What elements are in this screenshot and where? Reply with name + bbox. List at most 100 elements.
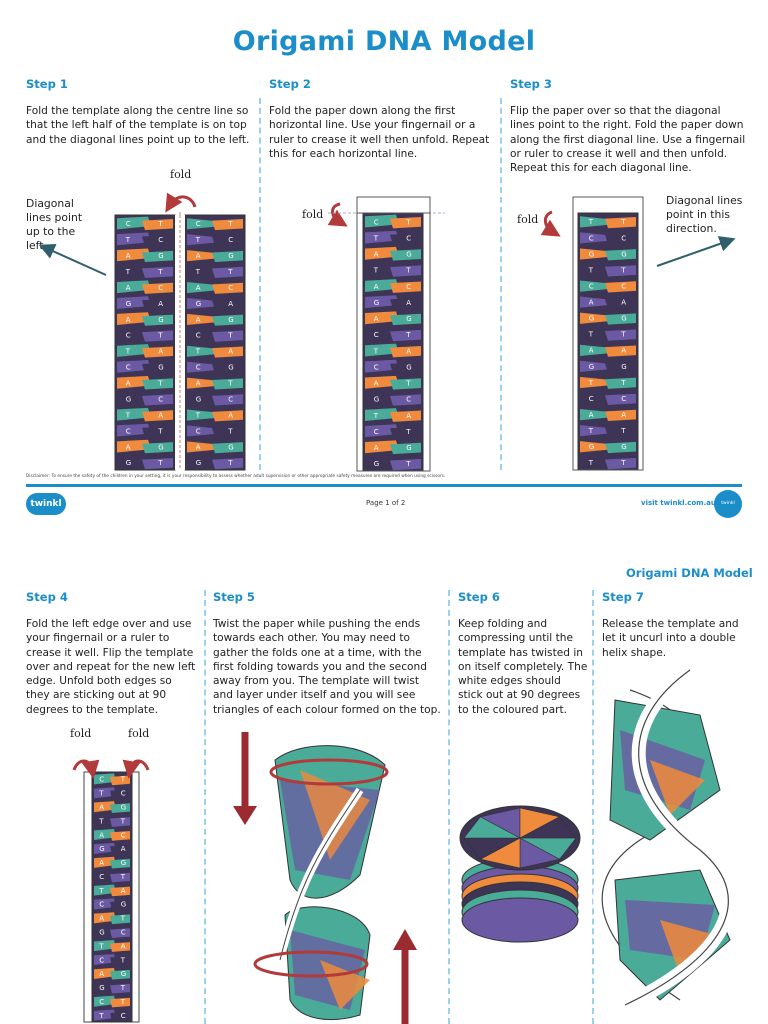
svg-text:G: G bbox=[374, 396, 379, 404]
svg-text:T: T bbox=[227, 220, 233, 228]
svg-text:C: C bbox=[406, 283, 411, 291]
svg-text:A: A bbox=[621, 347, 626, 355]
svg-text:G: G bbox=[196, 395, 201, 403]
svg-text:G: G bbox=[121, 804, 126, 812]
svg-text:A: A bbox=[406, 299, 411, 307]
svg-text:T: T bbox=[98, 942, 104, 950]
fold-label: fold bbox=[128, 727, 150, 740]
svg-text:C: C bbox=[196, 427, 201, 435]
svg-text:T: T bbox=[125, 348, 131, 356]
svg-text:C: C bbox=[99, 901, 104, 909]
svg-text:T: T bbox=[157, 459, 163, 467]
svg-text:T: T bbox=[120, 956, 126, 964]
svg-text:A: A bbox=[621, 299, 626, 307]
svg-text:G: G bbox=[99, 984, 104, 992]
svg-text:A: A bbox=[196, 284, 201, 292]
svg-text:C: C bbox=[406, 234, 411, 242]
svg-text:C: C bbox=[196, 364, 201, 372]
svg-text:T: T bbox=[405, 218, 411, 226]
svg-text:T: T bbox=[588, 266, 594, 274]
quality-badge: twinkl bbox=[714, 490, 742, 518]
svg-text:A: A bbox=[374, 315, 379, 323]
svg-text:A: A bbox=[99, 804, 104, 812]
svg-text:A: A bbox=[589, 411, 594, 419]
svg-text:A: A bbox=[126, 284, 131, 292]
svg-text:T: T bbox=[98, 887, 104, 895]
svg-text:A: A bbox=[126, 252, 131, 260]
step-7-heading: Step 7 bbox=[602, 590, 644, 604]
svg-text:C: C bbox=[158, 236, 163, 244]
svg-text:A: A bbox=[126, 443, 131, 451]
step-2-text: Fold the paper down along the first hori… bbox=[269, 105, 490, 160]
svg-text:A: A bbox=[126, 316, 131, 324]
divider bbox=[448, 590, 450, 1024]
svg-text:G: G bbox=[406, 315, 411, 323]
svg-text:G: G bbox=[158, 443, 163, 451]
svg-text:T: T bbox=[157, 380, 163, 388]
page-number: Page 1 of 2 bbox=[366, 499, 406, 507]
svg-text:C: C bbox=[621, 234, 626, 242]
svg-text:T: T bbox=[125, 268, 131, 276]
svg-text:T: T bbox=[157, 268, 163, 276]
svg-text:T: T bbox=[157, 332, 163, 340]
fold-arrow-icon bbox=[122, 759, 150, 779]
svg-text:G: G bbox=[406, 444, 411, 452]
svg-text:C: C bbox=[228, 284, 233, 292]
svg-text:A: A bbox=[228, 411, 233, 419]
compressed-model bbox=[459, 805, 581, 943]
svg-text:C: C bbox=[99, 873, 104, 881]
svg-text:A: A bbox=[99, 831, 104, 839]
step-4-text: Fold the left edge over and use your fin… bbox=[26, 618, 196, 716]
svg-text:T: T bbox=[98, 790, 104, 798]
footer-rule bbox=[26, 484, 742, 487]
diagonal-right-label: Diagonal lines point in this direction. bbox=[666, 194, 743, 235]
svg-text:C: C bbox=[621, 282, 626, 290]
svg-text:G: G bbox=[621, 250, 626, 258]
svg-text:T: T bbox=[620, 427, 626, 435]
svg-text:G: G bbox=[121, 970, 126, 978]
svg-text:A: A bbox=[99, 970, 104, 978]
svg-text:C: C bbox=[126, 220, 131, 228]
svg-text:C: C bbox=[99, 776, 104, 784]
svg-text:A: A bbox=[406, 347, 411, 355]
svg-text:T: T bbox=[373, 234, 379, 242]
svg-text:C: C bbox=[126, 427, 131, 435]
svg-text:G: G bbox=[196, 459, 201, 467]
svg-text:G: G bbox=[621, 443, 626, 451]
svg-text:A: A bbox=[196, 316, 201, 324]
svg-text:G: G bbox=[406, 251, 411, 259]
svg-text:G: G bbox=[196, 300, 201, 308]
svg-text:A: A bbox=[374, 380, 379, 388]
svg-text:A: A bbox=[99, 915, 104, 923]
page-title: Origami DNA Model bbox=[232, 26, 536, 57]
svg-text:C: C bbox=[374, 331, 379, 339]
svg-text:T: T bbox=[195, 348, 201, 356]
step-1-text: Fold the template along the centre line … bbox=[26, 105, 250, 146]
svg-text:T: T bbox=[227, 427, 233, 435]
visit-link[interactable]: visit twinkl.com.au bbox=[641, 499, 716, 507]
step-5-heading: Step 5 bbox=[213, 590, 255, 604]
fold-arrow-icon bbox=[540, 210, 561, 237]
svg-text:G: G bbox=[589, 363, 594, 371]
svg-text:G: G bbox=[621, 363, 626, 371]
svg-text:G: G bbox=[228, 252, 233, 260]
svg-text:G: G bbox=[126, 300, 131, 308]
svg-text:A: A bbox=[121, 887, 126, 895]
svg-text:A: A bbox=[374, 444, 379, 452]
svg-text:T: T bbox=[588, 218, 594, 226]
step-5-text: Twist the paper while pushing the ends t… bbox=[213, 618, 441, 716]
svg-text:C: C bbox=[121, 790, 126, 798]
svg-text:C: C bbox=[126, 364, 131, 372]
svg-text:C: C bbox=[158, 395, 163, 403]
svg-text:G: G bbox=[621, 315, 626, 323]
svg-text:A: A bbox=[228, 300, 233, 308]
svg-text:A: A bbox=[126, 380, 131, 388]
step-3-text: Flip the paper over so that the diagonal… bbox=[510, 105, 746, 175]
step-1-heading: Step 1 bbox=[26, 77, 68, 91]
svg-text:T: T bbox=[373, 267, 379, 275]
step-6-heading: Step 6 bbox=[458, 590, 500, 604]
twinkl-logo: twinkl bbox=[26, 493, 66, 515]
svg-text:A: A bbox=[621, 411, 626, 419]
